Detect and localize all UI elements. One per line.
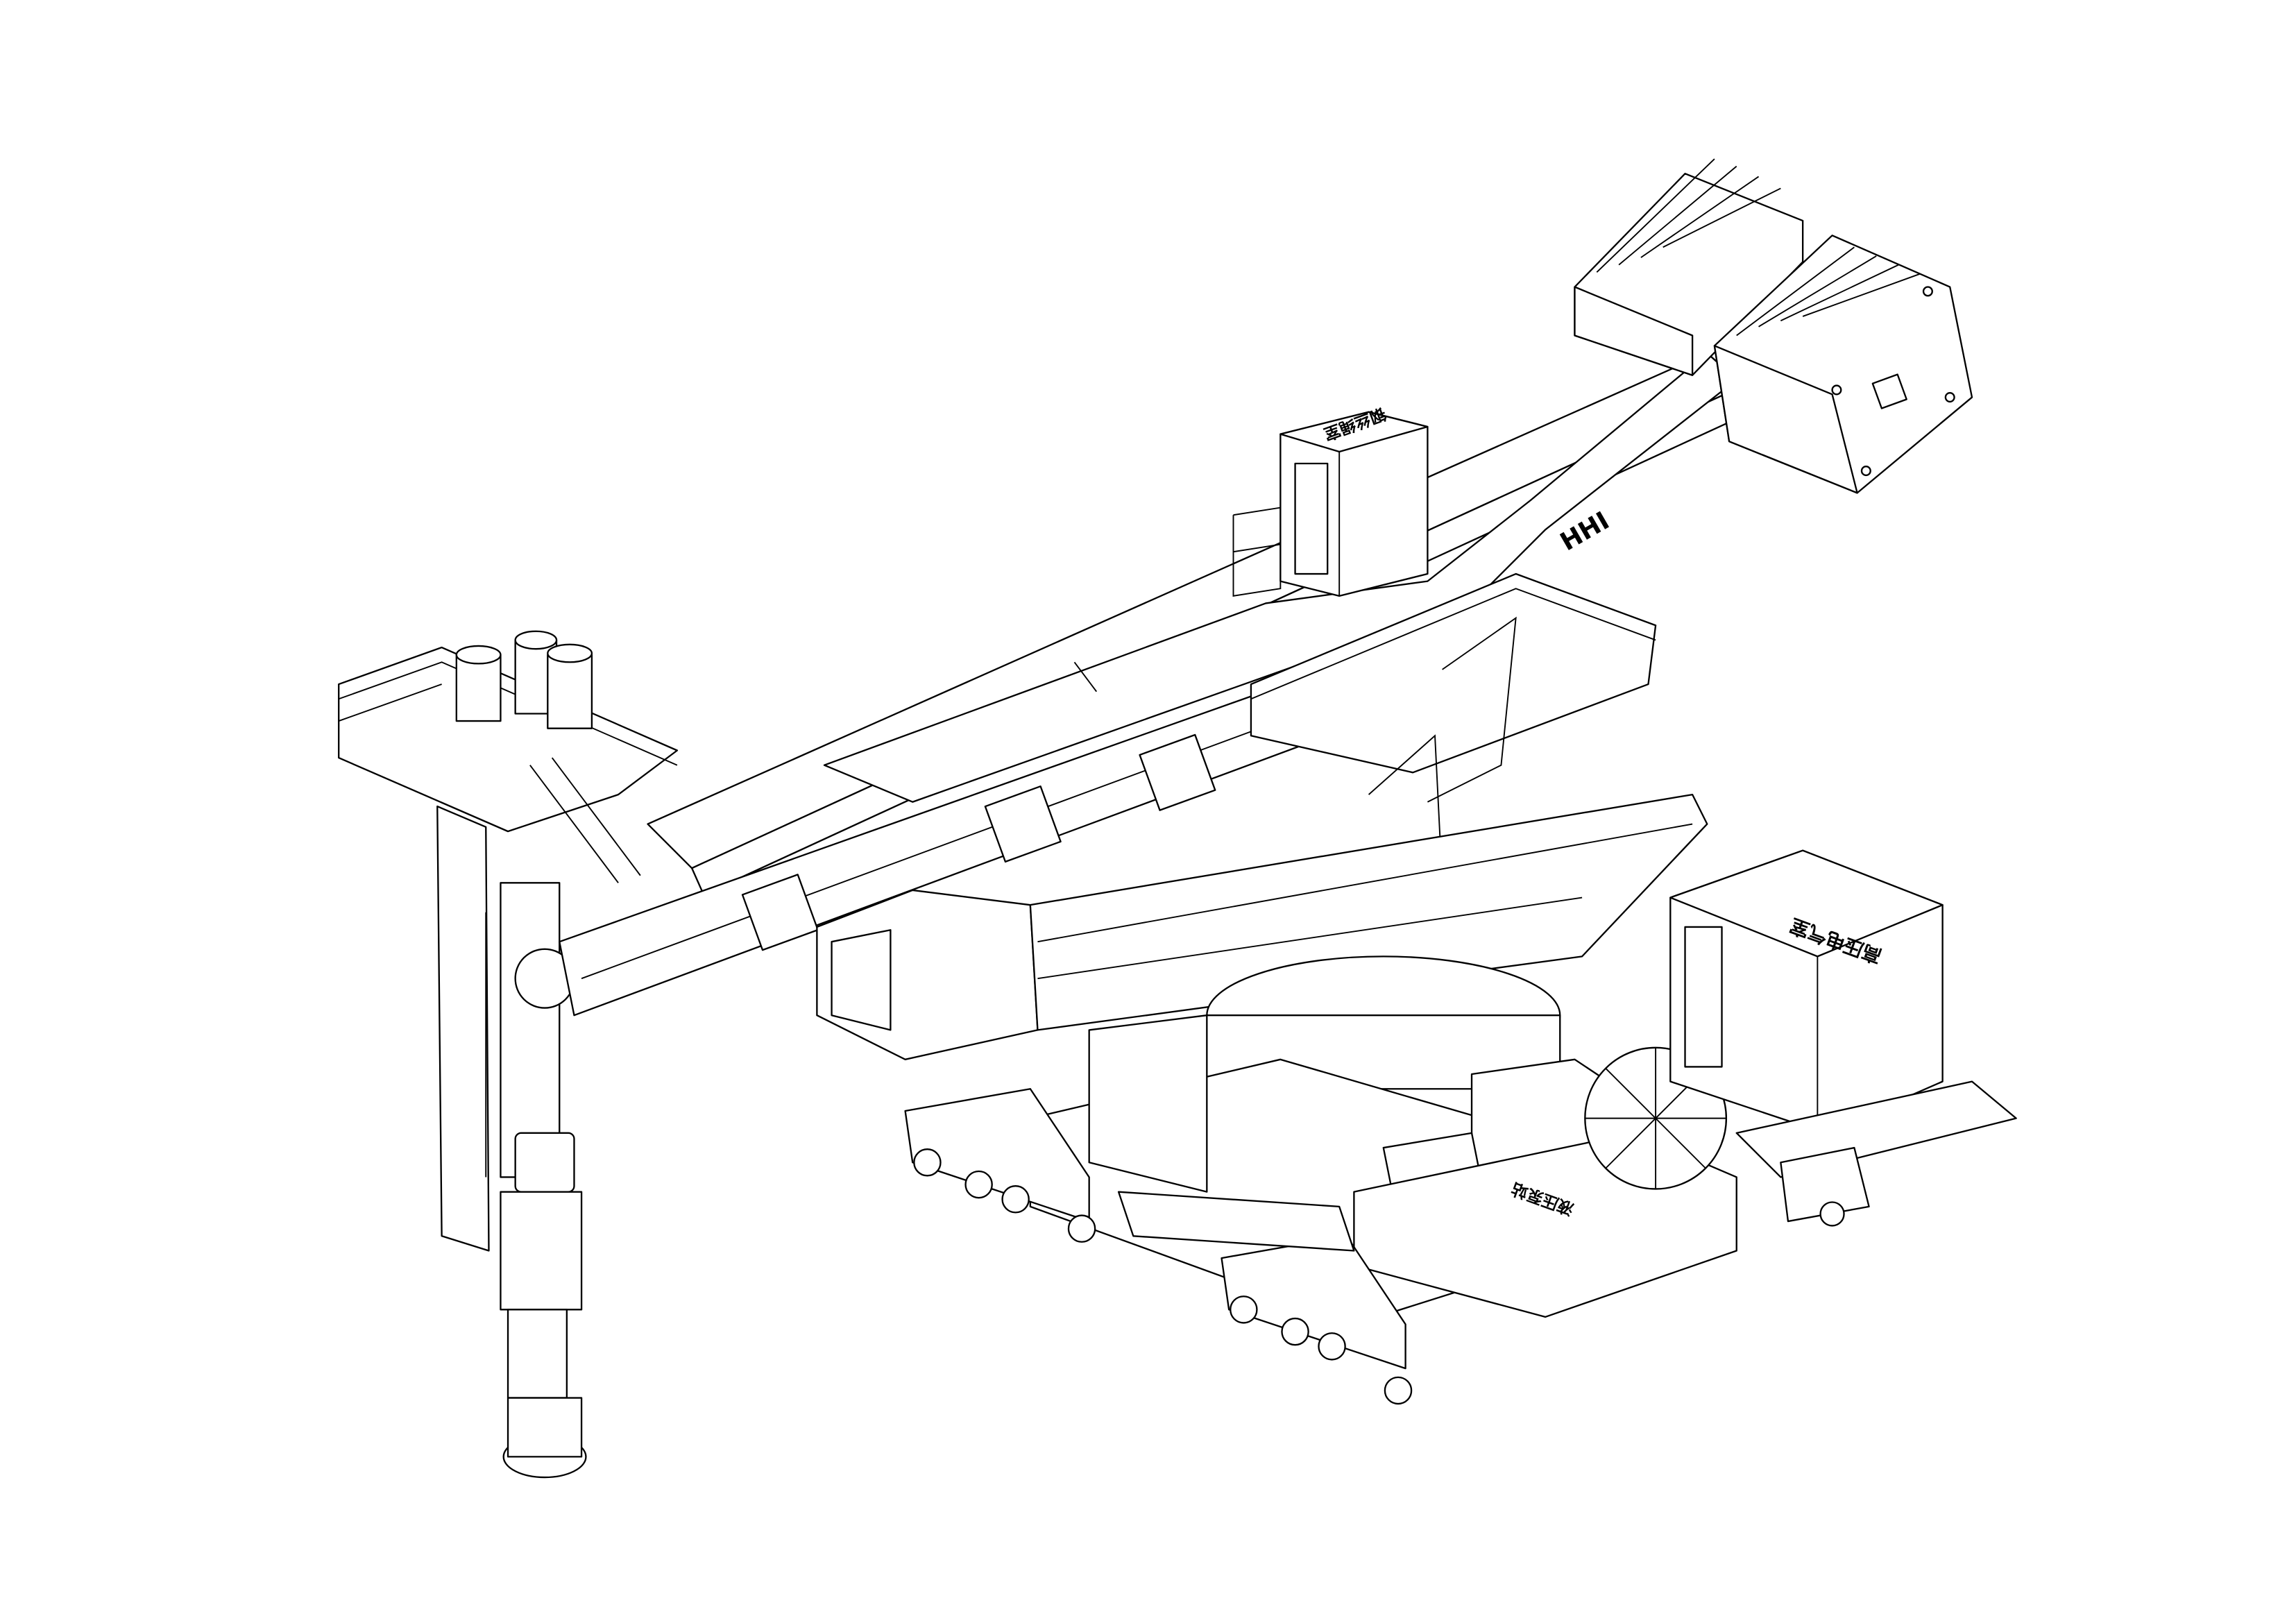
motor-1 <box>455 654 502 722</box>
high-voltage-room: 高压电气室 <box>1669 849 2017 1178</box>
portal-gantry: 液压泵站 <box>1029 1014 1737 1325</box>
counterweight <box>1574 158 1973 494</box>
sill-beam <box>1117 1191 1355 1252</box>
bogie-rear <box>1780 1146 1870 1227</box>
tower-platform <box>338 630 679 883</box>
bogie-right <box>1221 1235 1413 1405</box>
motor-3 <box>547 654 593 729</box>
bogie-left <box>904 1088 1096 1243</box>
machinery-house: 钢丝绳室 <box>1232 404 1429 597</box>
upper-platform <box>1250 572 1657 928</box>
operator-cab <box>816 889 1039 1060</box>
vertical-arm <box>436 805 587 1479</box>
slewing-deck <box>1029 793 1708 1090</box>
